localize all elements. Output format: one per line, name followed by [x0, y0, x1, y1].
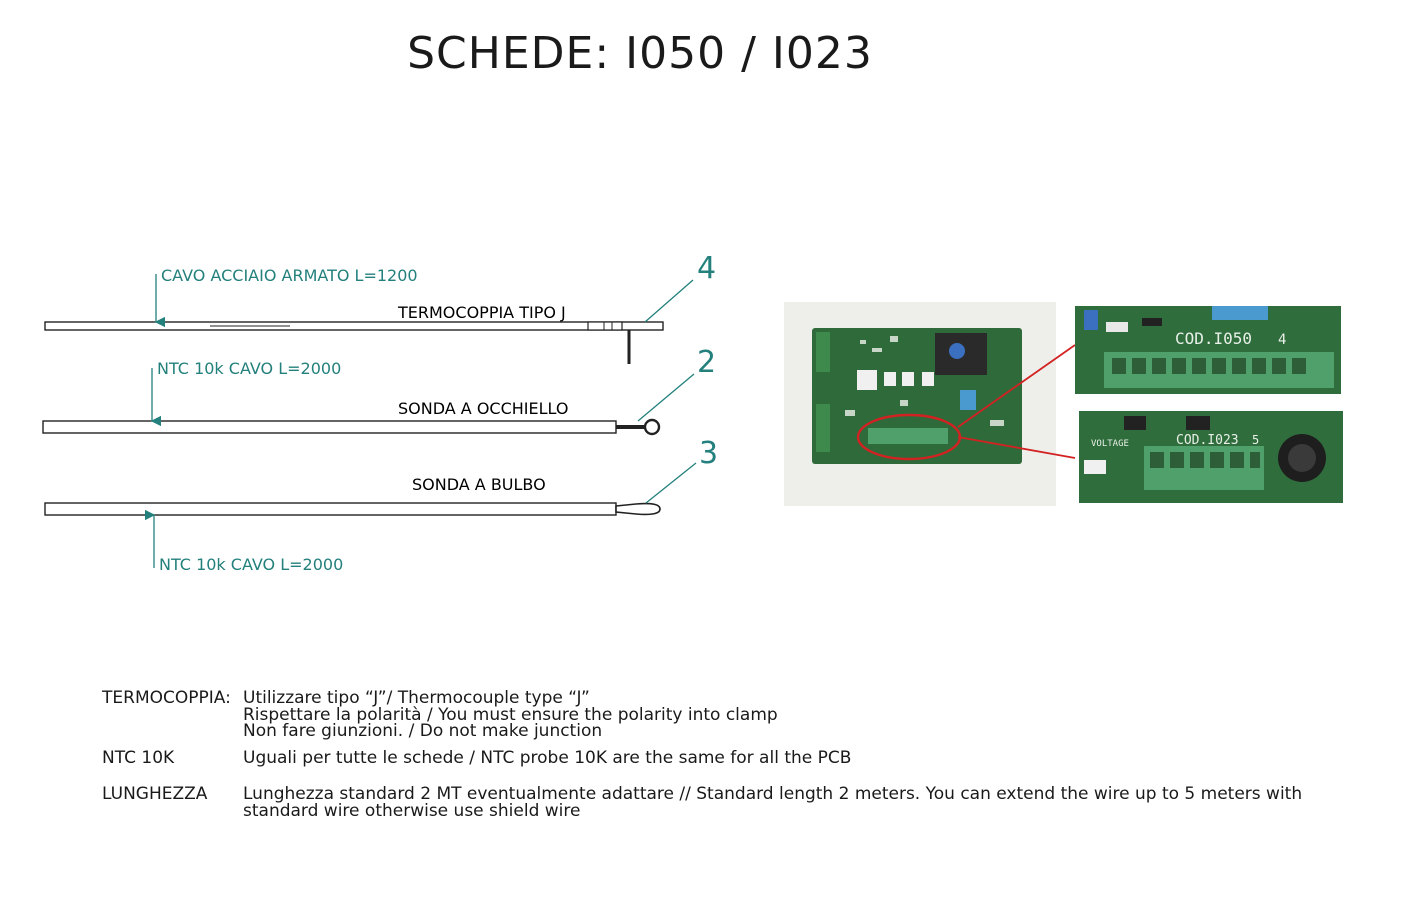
probe-number: 2 — [697, 345, 716, 380]
note-line: Uguali per tutte le schede / NTC probe 1… — [243, 747, 852, 768]
board-code-label: COD.I023 — [1176, 433, 1239, 448]
note-line: Utilizzare tipo “J”/ Thermocouple type “… — [243, 688, 590, 708]
probe-number: 4 — [697, 251, 716, 286]
note-key: NTC 10K — [102, 747, 175, 768]
probe-name: TERMOCOPPIA TIPO J — [397, 303, 566, 322]
note-ntc: NTC 10K Uguali per tutte le schede / NTC… — [102, 747, 1302, 768]
board-code-label: COD.I050 — [1175, 329, 1252, 348]
bulb-probe: NTC 10k CAVO L=2000 SONDA A BULBO 3 — [44, 436, 718, 574]
pin-label: 4 — [1278, 332, 1286, 348]
notes-section: TERMOCOPPIA: Utilizzare tipo “J”/ Thermo… — [102, 690, 1302, 819]
cable-label: NTC 10k CAVO L=2000 — [157, 359, 341, 378]
pcb-zoom-i023: VOLTAGE COD.I023 5 — [1079, 411, 1343, 503]
cable-label: NTC 10k CAVO L=2000 — [159, 555, 343, 574]
voltage-label: VOLTAGE — [1091, 439, 1129, 449]
pcb-zoom-i050: COD.I050 4 — [1075, 306, 1341, 394]
pcb-photo — [784, 302, 1056, 506]
thermocouple-probe: CAVO ACCIAIO ARMATO L=1200 TERMOCOPPIA T… — [44, 251, 716, 364]
note-line: Rispettare la polarità / You must ensure… — [243, 704, 778, 725]
note-key: LUNGHEZZA — [102, 784, 208, 804]
note-line: Non fare giunzioni. / Do not make juncti… — [243, 721, 603, 741]
probe-name: SONDA A BULBO — [412, 475, 546, 494]
cable-label: CAVO ACCIAIO ARMATO L=1200 — [161, 266, 418, 285]
note-length: LUNGHEZZA Lunghezza standard 2 MT eventu… — [102, 786, 1302, 819]
note-key: TERMOCOPPIA: — [102, 688, 231, 708]
note-line: Lunghezza standard 2 MT eventualmente ad… — [243, 784, 1303, 804]
eyelet-probe: NTC 10k CAVO L=2000 SONDA A OCCHIELLO 2 — [42, 345, 716, 436]
note-thermocouple: TERMOCOPPIA: Utilizzare tipo “J”/ Thermo… — [102, 690, 1302, 740]
page-title: SCHEDE: I050 / I023 — [407, 28, 873, 79]
probe-name: SONDA A OCCHIELLO — [398, 399, 568, 418]
pin-label: 5 — [1252, 433, 1259, 447]
note-line: standard wire otherwise use shield wire — [243, 800, 581, 821]
probe-number: 3 — [699, 436, 718, 471]
